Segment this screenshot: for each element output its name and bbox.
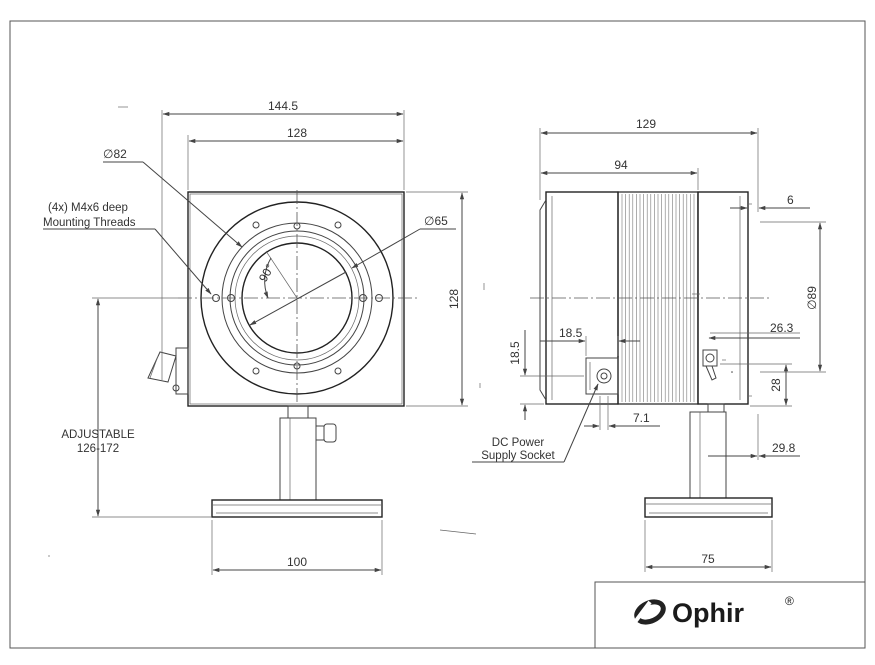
dim-switch-height: 28 xyxy=(769,378,783,392)
dim-overall-depth: 129 xyxy=(636,117,656,131)
dim-switch-offset: 26.3 xyxy=(770,321,794,335)
dim-socket-height: 18.5 xyxy=(508,341,522,365)
dim-body-height: 128 xyxy=(447,289,461,309)
dc-power-label-2: Supply Socket xyxy=(481,450,555,462)
dim-overall-width: 144.5 xyxy=(268,99,298,113)
side-base xyxy=(644,497,773,518)
mounting-threads-label-1: (4x) M4x6 deep xyxy=(48,202,128,214)
dim-base-width-front: 100 xyxy=(287,555,307,569)
dim-socket-width: 7.1 xyxy=(633,411,650,425)
dc-power-socket xyxy=(585,357,619,395)
ophir-logo-icon xyxy=(630,599,666,628)
dim-aperture-dia: ∅65 xyxy=(424,214,448,228)
dim-socket-offset: 18.5 xyxy=(559,326,583,340)
dim-housing-dia: ∅89 xyxy=(805,286,819,310)
side-post xyxy=(689,403,727,499)
front-post xyxy=(279,405,337,501)
front-connector xyxy=(147,347,189,395)
mounting-threads-label-2: Mounting Threads xyxy=(43,217,136,229)
adjustable-label-1: ADJUSTABLE xyxy=(61,429,135,441)
dim-post-offset: 29.8 xyxy=(772,441,796,455)
brand-name: Ophir xyxy=(672,598,744,628)
dc-power-label-1: DC Power xyxy=(492,437,545,449)
dim-base-width-side: 75 xyxy=(701,552,715,566)
dim-angle: 90° xyxy=(256,261,277,284)
dim-head-depth: 94 xyxy=(614,158,628,172)
dim-body-width: 128 xyxy=(287,126,307,140)
adjustable-label-2: 126-172 xyxy=(77,443,119,455)
drawing-frame xyxy=(9,20,866,649)
front-view: 144.5 128 128 ∅82 ∅65 90° (4x) M4x6 deep… xyxy=(43,99,468,575)
dim-back-lip: 6 xyxy=(787,193,794,207)
title-block: Ophir ® xyxy=(594,581,866,649)
dim-flange-dia: ∅82 xyxy=(103,147,127,161)
side-view: 129 94 6 ∅89 18.5 18.5 7.1 DC Power Su xyxy=(472,117,826,572)
toggle-switch xyxy=(702,349,733,381)
brand-trademark: ® xyxy=(785,594,794,608)
front-base xyxy=(211,499,383,518)
